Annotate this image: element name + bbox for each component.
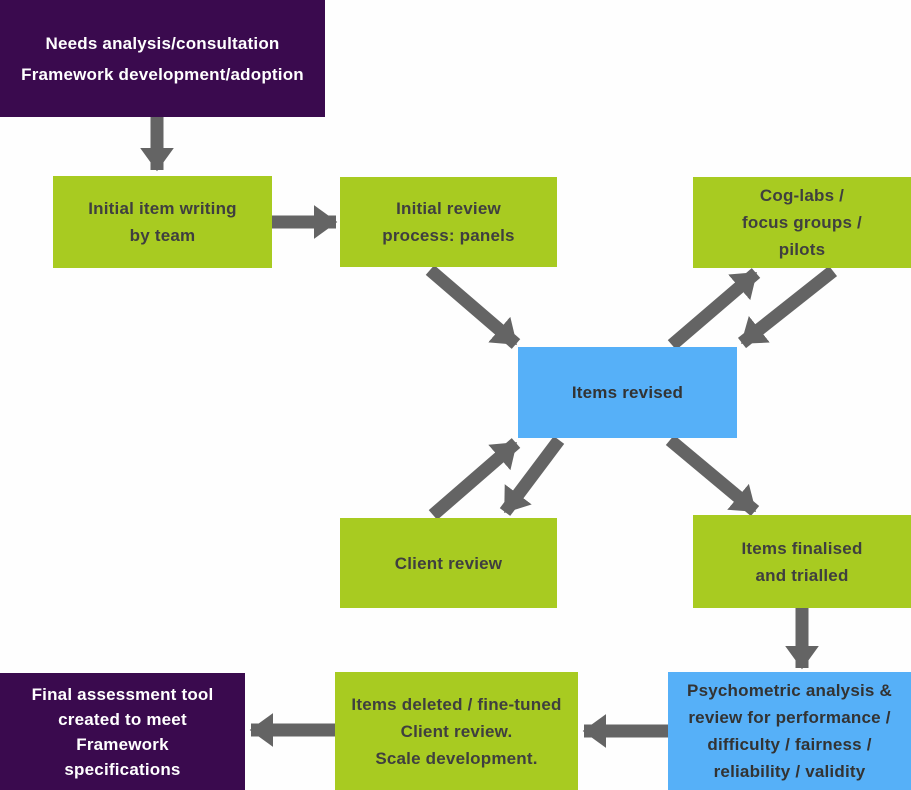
node-label-line: difficulty / fairness /	[707, 735, 872, 754]
node-label-line: focus groups /	[742, 213, 862, 232]
node-label-line: by team	[129, 226, 196, 245]
node-label-line: Initial item writing	[88, 199, 237, 218]
node-label-line: reliability / validity	[713, 762, 866, 781]
node-final-assessment: Final assessment tool created to meet Fr…	[0, 673, 245, 790]
node-label-line: specifications	[64, 759, 181, 779]
connector-initial-review-to-items-revised	[425, 265, 521, 349]
node-label-line: Items finalised	[741, 538, 863, 558]
node-label-line: review for performance /	[688, 708, 891, 727]
node-label-line: Client review.	[400, 721, 513, 741]
node-label-line: Initial review	[396, 199, 501, 218]
connector-items-revised-to-client-review	[499, 436, 565, 516]
node-label-line: Final assessment tool	[31, 684, 214, 704]
node-label-line: Framework	[76, 734, 169, 754]
connector-items-revised-to-cog-labs	[667, 268, 761, 350]
node-label-line: pilots	[778, 240, 826, 259]
node-label-line: Scale development.	[375, 748, 538, 768]
node-label-line: process: panels	[382, 226, 515, 245]
node-label-line: Needs analysis/consultation	[45, 33, 280, 53]
node-label-line: Framework development/adoption	[21, 64, 304, 84]
node-initial-item-writing: Initial item writing by team	[53, 176, 272, 268]
node-cog-labs: Cog-labs / focus groups / pilots	[693, 177, 911, 268]
node-label-line: Items deleted / fine-tuned	[351, 694, 562, 714]
connector-cog-labs-to-items-revised	[737, 265, 838, 349]
node-label-line: Items revised	[571, 383, 684, 402]
node-items-finalised: Items finalised and trialled	[693, 515, 911, 608]
node-label-line: Cog-labs /	[759, 186, 845, 205]
connector-items-revised-to-items-finalised	[665, 435, 760, 516]
node-initial-review: Initial review process: panels	[340, 177, 557, 267]
node-client-review: Client review	[340, 518, 557, 608]
connector-client-review-to-items-revised	[428, 438, 521, 520]
node-label-line: Psychometric analysis &	[687, 681, 892, 700]
node-items-revised: Items revised	[518, 347, 737, 438]
node-needs-analysis: Needs analysis/consultation Framework de…	[0, 0, 325, 117]
node-label-line: and trialled	[755, 565, 849, 585]
node-items-deleted: Items deleted / fine-tuned Client review…	[335, 672, 578, 790]
node-label-line: created to meet	[58, 709, 187, 729]
node-psychometric-analysis: Psychometric analysis & review for perfo…	[668, 672, 911, 790]
node-label-line: Client review	[394, 553, 503, 573]
